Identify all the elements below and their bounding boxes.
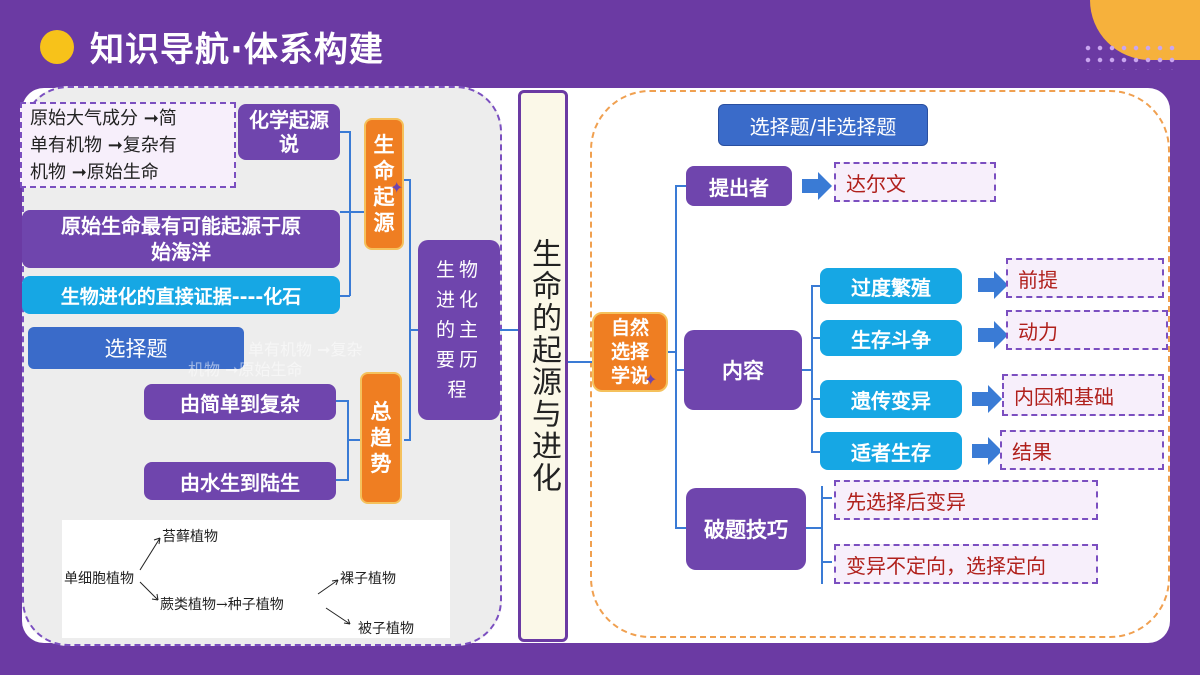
right-panel [590, 90, 1170, 638]
simple-to-complex-box: 由简单到复杂 [144, 384, 336, 420]
star-icon-2: ✦ [644, 370, 658, 389]
result-note: 结果 [1000, 430, 1164, 470]
dot-pattern-decoration [1082, 42, 1178, 70]
ghost-line-1: 单有机物 ➞复杂 [248, 340, 363, 359]
ghost-line-2: 机物 ➞原始生命 [188, 360, 303, 379]
life-origin-box: 生命起源 [364, 118, 404, 250]
trend-label: 总趋势 [370, 400, 392, 476]
struggle-box: 生存斗争 [820, 320, 962, 356]
overproduction-box: 过度繁殖 [820, 268, 962, 304]
heredity-variation-box: 遗传变异 [820, 380, 962, 418]
survival-fittest-box: 适者生存 [820, 432, 962, 470]
darwin-note: 达尔文 [834, 162, 996, 202]
problem-tips-box: 破题技巧 [686, 488, 806, 570]
moss-plant: 苔藓植物 [162, 529, 218, 545]
tip-1-note: 先选择后变异 [834, 480, 1098, 520]
arrow-right-icon-3 [970, 384, 1004, 414]
question-type-label: 选择题/非选择题 [718, 104, 928, 146]
star-icon: ✦ [390, 178, 404, 197]
trend-box: 总趋势 [360, 372, 402, 504]
center-title-bar: 生命的起源与进化 [518, 90, 568, 642]
evolution-course-box: 生物进化的主要历程 [418, 240, 500, 420]
water-to-land-box: 由水生到陆生 [144, 462, 336, 500]
arrow-right-icon-2 [976, 320, 1010, 350]
page-title: 知识导航·体系构建 [90, 30, 384, 70]
internal-cause-note: 内因和基础 [1002, 374, 1164, 416]
title-bullet-icon [40, 30, 74, 64]
natural-selection-box: 自然选择学说 [592, 312, 668, 392]
driving-force-note: 动力 [1006, 310, 1168, 350]
fossil-box: 生物进化的直接证据----化石 [22, 276, 340, 314]
single-cell-plant: 单细胞植物 [64, 571, 134, 587]
content-box: 内容 [684, 330, 802, 410]
primitive-life-note: 原始大气成分 ➞简 单有机物 ➞复杂有 机物 ➞原始生命 [20, 102, 236, 188]
chem-theory-box: 化学起源说 [238, 104, 340, 160]
angiosperm: 被子植物 [358, 621, 414, 637]
plant-evolution-tree: 单细胞植物 苔藓植物 蕨类植物→种子植物 裸子植物 被子植物 [62, 520, 450, 638]
premise-note: 前提 [1006, 258, 1164, 298]
note-line-2: 单有机物 ➞复杂有 [30, 134, 177, 156]
choice-label: 选择题 [28, 327, 244, 369]
proposer-box: 提出者 [686, 166, 792, 206]
tree-arrows [139, 537, 351, 625]
center-title: 生命的起源与进化 [526, 238, 561, 494]
note-line-1: 原始大气成分 ➞简 [30, 107, 177, 129]
ghost-text: 单有机物 ➞复杂 机物 ➞原始生命 [188, 340, 363, 380]
arrow-right-icon [800, 170, 834, 202]
fern-seed-plant: 蕨类植物→种子植物 [160, 597, 284, 613]
life-origin-label: 生命起源 [373, 133, 395, 235]
arrow-right-icon-1 [976, 270, 1010, 300]
ocean-box: 原始生命最有可能起源于原始海洋 [22, 210, 340, 268]
tip-2-note: 变异不定向，选择定向 [834, 544, 1098, 584]
gymnosperm: 裸子植物 [340, 571, 396, 587]
note-line-3: 机物 ➞原始生命 [30, 161, 159, 183]
arrow-right-icon-4 [970, 436, 1004, 466]
